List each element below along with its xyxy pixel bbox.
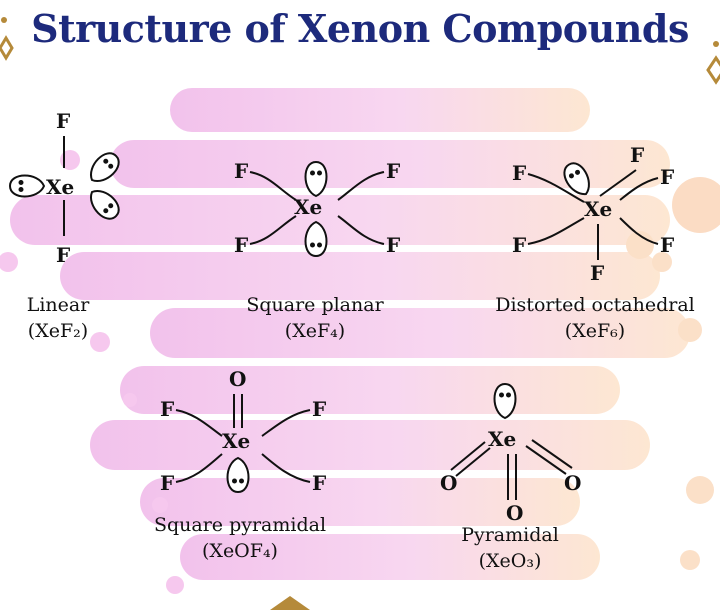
xef2-structure: F Xe F xyxy=(9,109,125,267)
lone-pair-icon xyxy=(226,457,250,493)
shape-name: Square planar xyxy=(246,294,384,316)
f-atom: F xyxy=(590,261,604,285)
xeof4-label: Square pyramidal (XeOF₄) xyxy=(120,512,360,564)
f-atom: F xyxy=(56,109,70,133)
f-atom: F xyxy=(312,471,326,495)
f-atom: F xyxy=(660,165,674,189)
f-atom: F xyxy=(234,233,248,257)
f-atom: F xyxy=(630,143,644,167)
xef4-structure: Xe F F F F xyxy=(234,159,400,257)
left-ornament xyxy=(0,35,14,61)
f-atom: F xyxy=(56,243,70,267)
shape-name: Distorted octahedral xyxy=(495,294,695,316)
lone-pair-icon xyxy=(83,183,125,225)
f-atom: F xyxy=(660,233,674,257)
shape-name: Square pyramidal xyxy=(153,514,327,536)
shape-name: Linear xyxy=(26,294,90,316)
xeo3-label: Pyramidal (XeO₃) xyxy=(430,522,590,574)
lone-pair-icon xyxy=(493,383,517,419)
xe-atom: Xe xyxy=(222,429,250,453)
o-atom: O xyxy=(506,501,523,525)
f-atom: F xyxy=(512,233,526,257)
formula: (XeOF₄) xyxy=(202,540,278,562)
xef6-structure: Xe F F F F F F xyxy=(512,143,674,285)
f-atom: F xyxy=(160,471,174,495)
xe-atom: Xe xyxy=(584,197,612,221)
formula: (XeF₂) xyxy=(27,320,89,342)
xef2-label: Linear (XeF₂) xyxy=(8,292,108,344)
f-atom: F xyxy=(160,397,174,421)
f-atom: F xyxy=(386,233,400,257)
xe-atom: Xe xyxy=(46,175,74,199)
xef4-label: Square planar (XeF₄) xyxy=(210,292,420,344)
o-atom: O xyxy=(564,471,581,495)
f-atom: F xyxy=(312,397,326,421)
lone-pair-icon xyxy=(83,147,125,189)
xeof4-structure: O Xe F F F F xyxy=(160,367,326,495)
formula: (XeF₆) xyxy=(564,320,626,342)
lone-pair-icon xyxy=(304,161,328,197)
right-ornament xyxy=(706,55,720,85)
o-atom: O xyxy=(229,367,246,391)
formula: (XeF₄) xyxy=(284,320,346,342)
lone-pair-icon xyxy=(304,221,328,257)
o-atom: O xyxy=(440,471,457,495)
shape-name: Pyramidal xyxy=(461,524,559,546)
xe-atom: Xe xyxy=(294,195,322,219)
f-atom: F xyxy=(512,161,526,185)
xeo3-structure: Xe O O O xyxy=(440,383,581,525)
lone-pair-icon xyxy=(558,158,597,201)
xef6-label: Distorted octahedral (XeF₆) xyxy=(470,292,720,344)
formula: (XeO₃) xyxy=(478,550,542,572)
f-atom: F xyxy=(234,159,248,183)
lone-pair-icon xyxy=(9,174,45,198)
page-title: Structure of Xenon Compounds xyxy=(31,6,689,51)
xe-atom: Xe xyxy=(488,427,516,451)
f-atom: F xyxy=(386,159,400,183)
